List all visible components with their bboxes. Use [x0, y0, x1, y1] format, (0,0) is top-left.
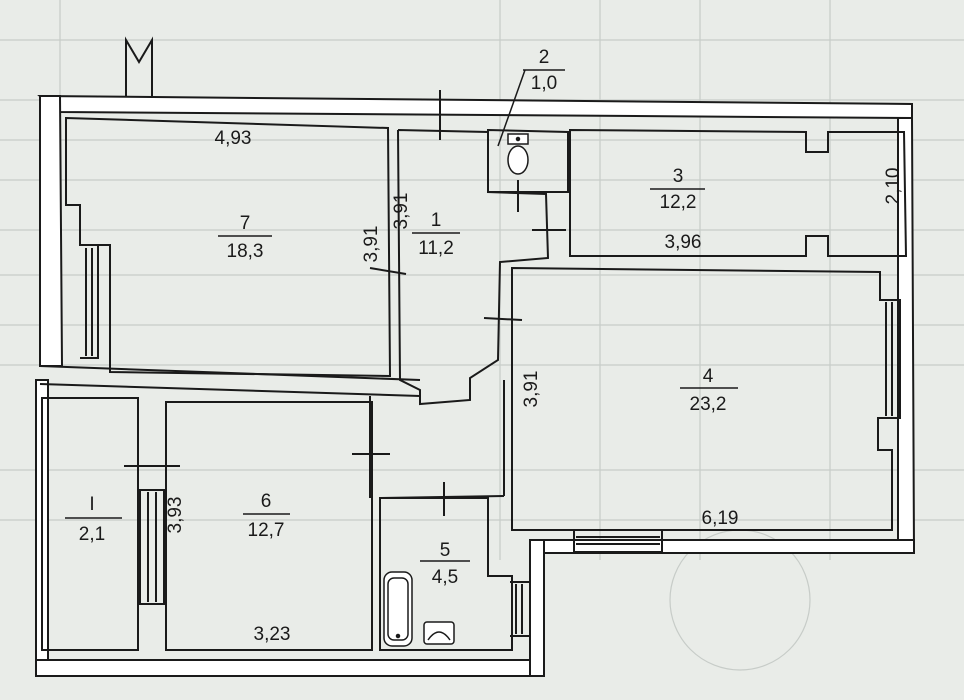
room-2-number: 2: [539, 47, 550, 68]
sink-icon: [423, 621, 455, 645]
fraction-bars: [65, 69, 738, 562]
room-5-area: 4,5: [432, 567, 458, 588]
room2-leader-line: [497, 69, 526, 147]
dim-room3-height: 2,10: [883, 168, 904, 205]
dim-room6-width: 3,23: [254, 624, 291, 645]
dim-room3-width: 3,96: [665, 232, 702, 253]
room-2-area: 1,0: [531, 73, 557, 94]
bathtub-icon: [383, 571, 413, 647]
room-3-number: 3: [673, 166, 684, 187]
dim-room1-height: 3,91: [391, 193, 412, 230]
dim-room4-height: 3,91: [521, 371, 542, 408]
room-4-number: 4: [703, 366, 714, 387]
room-I-number: I: [89, 494, 94, 515]
dim-room7-height: 3,91: [361, 226, 382, 263]
room-7-area: 18,3: [227, 241, 264, 262]
toilet-icon: [507, 133, 529, 175]
room-6-number: 6: [261, 491, 272, 512]
room-5-number: 5: [440, 540, 451, 561]
room-3-area: 12,2: [660, 192, 697, 213]
room-1-number: 1: [431, 210, 442, 231]
room-4-area: 23,2: [690, 394, 727, 415]
outer-walls: [35, 94, 916, 677]
room-outlines: [39, 116, 908, 651]
door-marks: [124, 90, 566, 516]
dim-room6-height: 3,93: [165, 497, 186, 534]
room-7-number: 7: [240, 213, 251, 234]
room-6-area: 12,7: [248, 520, 285, 541]
dim-room7-width: 4,93: [215, 128, 252, 149]
room-1-area: 11,2: [418, 238, 454, 259]
dim-room4-width: 6,19: [702, 508, 739, 529]
north-arrow-icon: [125, 36, 153, 96]
room-I-area: 2,1: [79, 524, 105, 545]
